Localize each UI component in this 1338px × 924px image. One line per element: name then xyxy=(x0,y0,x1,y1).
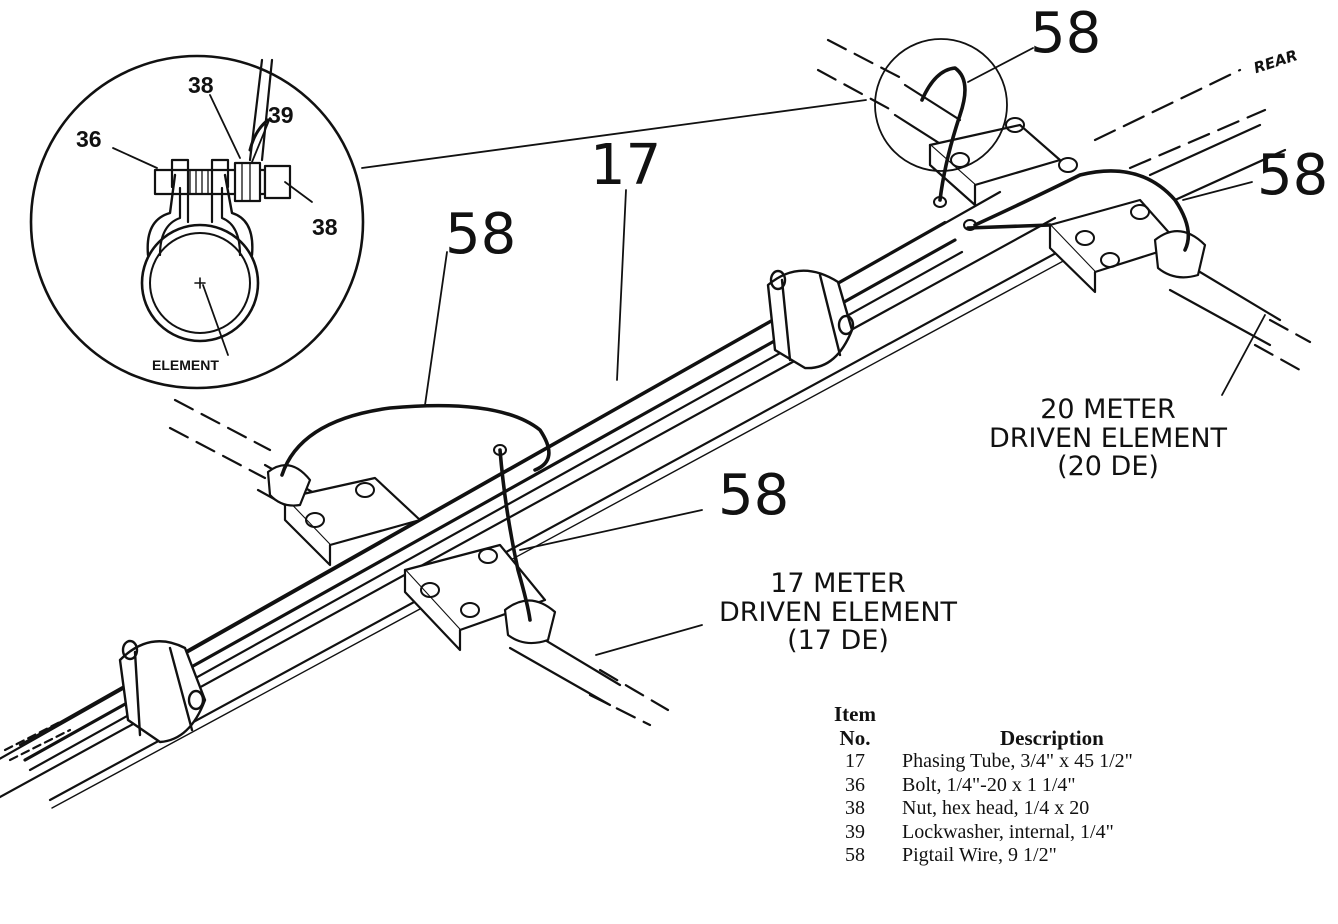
row-no: 38 xyxy=(845,797,865,820)
table-row: 38 Nut, hex head, 1/4 x 20 xyxy=(818,797,1133,821)
element-20m xyxy=(816,38,1312,372)
detail-label-38-right: 38 xyxy=(312,214,338,240)
parts-table-header-row: No. Description xyxy=(818,725,1133,751)
detail-label-39: 39 xyxy=(268,102,294,128)
detail-connector-line xyxy=(361,99,867,169)
parts-table: Item No. Description 17 Phasing Tube, 3/… xyxy=(818,702,1133,868)
detail-label-36: 36 xyxy=(76,126,102,152)
callout-58-right: 58 xyxy=(1257,143,1329,208)
callout-58-center: 58 xyxy=(718,463,790,528)
detail-label-element: ELEMENT xyxy=(152,357,219,373)
pigtail-wires xyxy=(280,66,1191,622)
callout-58-left: 58 xyxy=(445,202,517,267)
table-row: 17 Phasing Tube, 3/4" x 45 1/2" xyxy=(818,750,1133,774)
leader-lines xyxy=(112,47,1266,656)
detail-source-circle xyxy=(874,38,1008,172)
parts-table-header-item-row: Item xyxy=(818,702,1133,727)
terminal-lugs xyxy=(493,196,977,456)
detail-label-38-top: 38 xyxy=(188,72,214,98)
detail-circle xyxy=(29,54,365,390)
row-no: 58 xyxy=(845,844,865,867)
table-row: 58 Pigtail Wire, 9 1/2" xyxy=(818,844,1133,868)
header-description: Description xyxy=(1000,725,1104,750)
header-no: No. xyxy=(839,725,871,750)
row-no: 39 xyxy=(845,820,865,843)
row-description: Bolt, 1/4"-20 x 1 1/4" xyxy=(902,773,1076,796)
element-17m xyxy=(168,398,670,727)
label-20m-driven-element: 20 METER DRIVEN ELEMENT (20 DE) xyxy=(988,394,1228,483)
row-description: Lockwasher, internal, 1/4" xyxy=(902,820,1114,843)
row-no: 36 xyxy=(845,773,865,796)
callout-17: 17 xyxy=(590,133,662,198)
label-17m-driven-element: 17 METER DRIVEN ELEMENT (17 DE) xyxy=(718,568,958,657)
boom-clamp-upper xyxy=(766,269,855,370)
callout-58-top: 58 xyxy=(1030,1,1102,66)
row-description: Nut, hex head, 1/4 x 20 xyxy=(902,797,1090,820)
table-row: 39 Lockwasher, internal, 1/4" xyxy=(818,821,1133,845)
row-no: 17 xyxy=(845,750,865,773)
element-clamp-detail xyxy=(140,58,292,343)
header-item: Item xyxy=(834,702,876,727)
table-row: 36 Bolt, 1/4"-20 x 1 1/4" xyxy=(818,774,1133,798)
row-description: Pigtail Wire, 9 1/2" xyxy=(902,844,1057,867)
boom-clamp-lower xyxy=(118,639,207,744)
row-description: Phasing Tube, 3/4" x 45 1/2" xyxy=(902,750,1133,773)
